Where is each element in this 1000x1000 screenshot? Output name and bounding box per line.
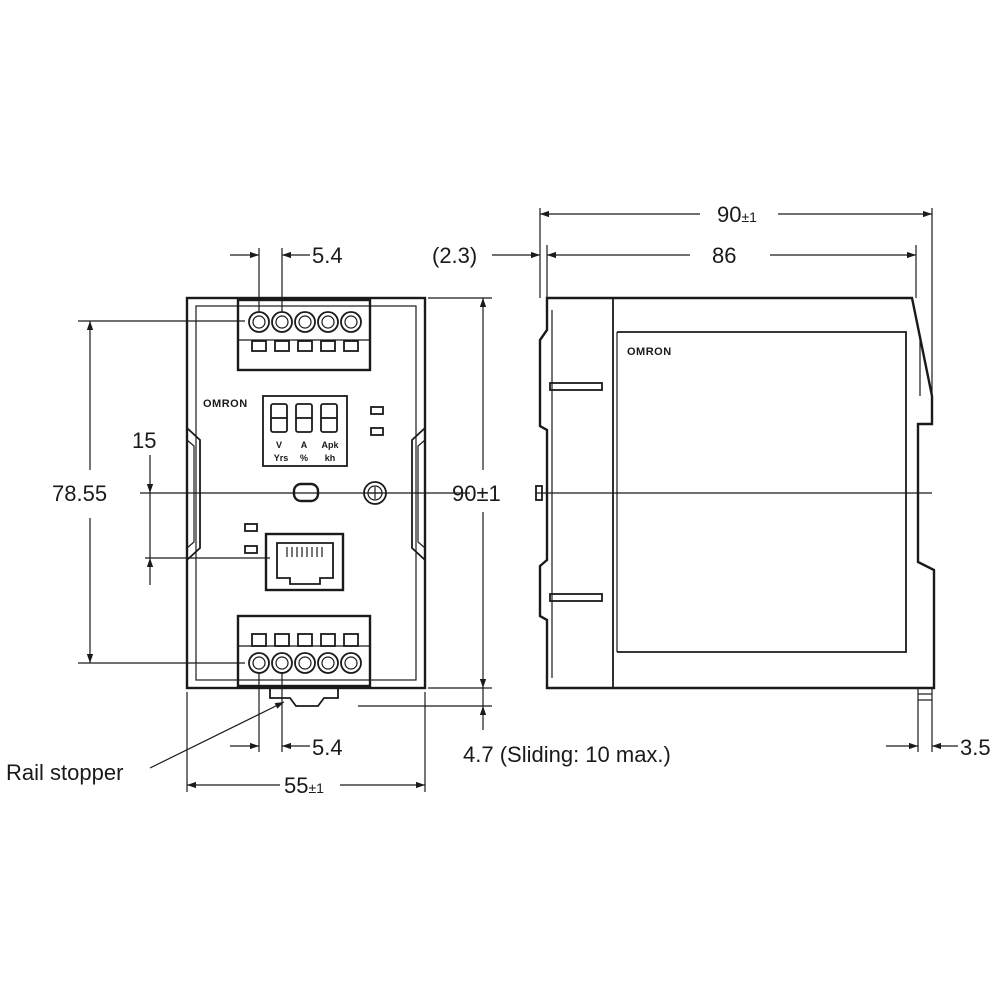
front-left-cutout — [186, 427, 201, 561]
svg-text:A: A — [301, 440, 308, 450]
front-right-cutout — [411, 427, 426, 561]
dim-total-height: 90±1 — [452, 481, 501, 506]
rail-stopper — [269, 688, 339, 707]
side-dimensions: 90±1 86 (2.3) 3.5 — [432, 202, 991, 760]
front-dimensions: 5.4 78.55 15 90±1 4.7 (Sliding: 10 max.)… — [6, 243, 671, 798]
dim-front-height: 78.55 — [52, 481, 107, 506]
rail-stopper-label: Rail stopper — [6, 760, 123, 785]
side-logo: OMRON — [627, 346, 672, 358]
svg-text:Apk: Apk — [321, 440, 339, 450]
seven-segment-display: V A Apk Yrs % kh — [262, 395, 348, 467]
front-view: OMRON V A Apk Yrs % kh — [185, 296, 427, 707]
dim-rail-offset: 3.5 — [960, 735, 991, 760]
dim-side-total-depth: 90±1 — [717, 202, 757, 227]
dim-offset: 15 — [132, 428, 156, 453]
side-view: OMRON — [535, 296, 936, 706]
svg-text:V: V — [276, 440, 282, 450]
svg-text:kh: kh — [325, 453, 336, 463]
bottom-terminal-block — [236, 614, 372, 688]
front-logo: OMRON — [203, 398, 248, 410]
svg-text:Yrs: Yrs — [274, 453, 289, 463]
dim-front-width: 55±1 — [284, 773, 324, 798]
indicator-led — [244, 545, 258, 554]
indicator-led — [370, 406, 384, 415]
svg-text:%: % — [300, 453, 308, 463]
dim-side-left-offset: (2.3) — [432, 243, 477, 268]
dim-top-pitch: 5.4 — [312, 243, 343, 268]
rj45-port — [264, 532, 345, 592]
indicator-led — [244, 523, 258, 532]
dim-sliding-note: 4.7 (Sliding: 10 max.) — [463, 742, 671, 767]
top-terminal-block — [236, 298, 372, 372]
dim-side-depth: 86 — [712, 243, 736, 268]
dim-bottom-pitch: 5.4 — [312, 735, 343, 760]
side-housing — [538, 296, 936, 690]
indicator-led — [370, 427, 384, 436]
